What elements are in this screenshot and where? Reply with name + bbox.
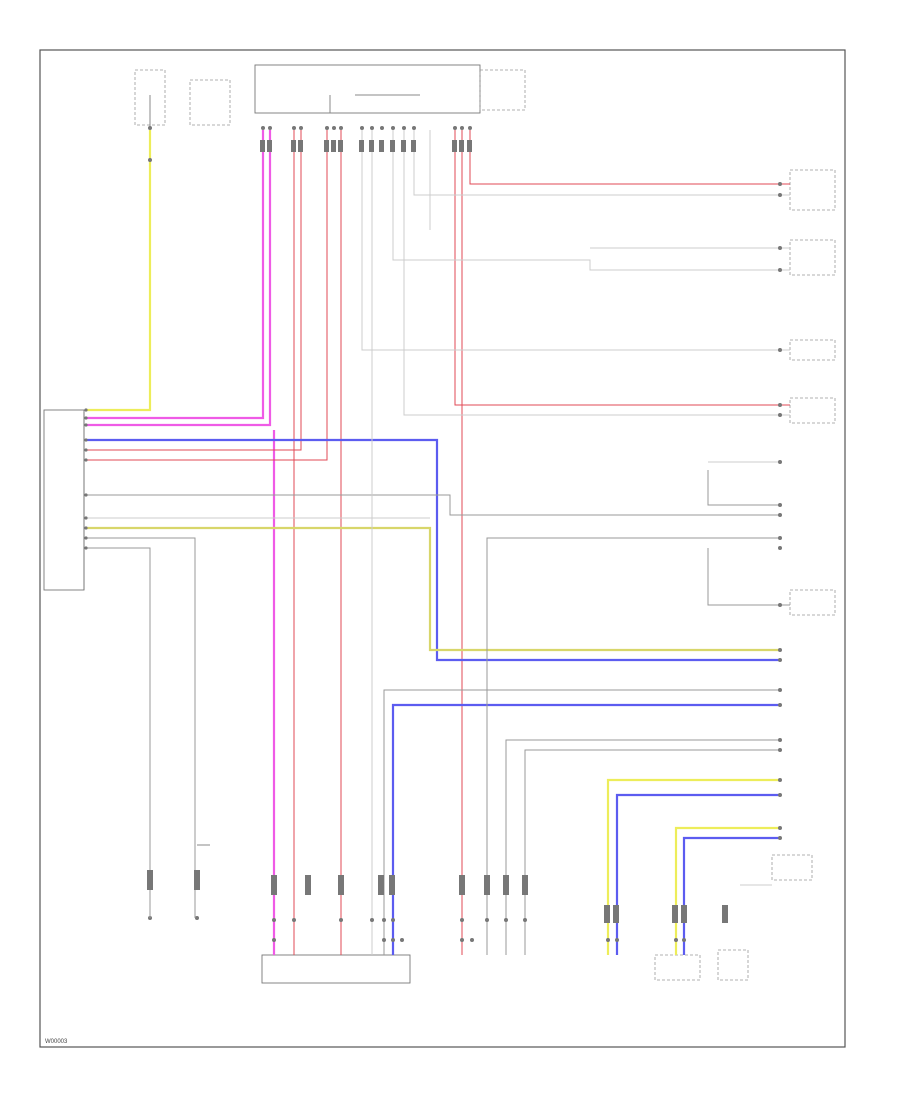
wire-red-2 bbox=[86, 130, 302, 451]
wire-gray-3 bbox=[86, 547, 151, 918]
bottom-components bbox=[148, 844, 749, 984]
right-connector-pins bbox=[778, 182, 782, 840]
wire-gray-5 bbox=[486, 537, 780, 955]
wire-gray-8 bbox=[707, 470, 780, 506]
wire-lightgray-1 bbox=[361, 130, 790, 351]
wire-olive-1 bbox=[86, 526, 780, 652]
left-module-pins bbox=[84, 408, 88, 550]
bottom-connector-pins bbox=[272, 918, 686, 942]
junction-block-top bbox=[254, 64, 526, 114]
top-connector-pins bbox=[261, 126, 472, 130]
wire-blue-3 bbox=[615, 793, 780, 955]
wire-yellow-main bbox=[86, 130, 152, 412]
wire-blue-4 bbox=[682, 836, 780, 955]
wire-blue-1 bbox=[86, 438, 780, 662]
fuse-block-top-left bbox=[134, 69, 231, 130]
wire-magenta-1 bbox=[86, 130, 265, 420]
wire-gray-2 bbox=[86, 537, 196, 918]
wire-lightgray-5 bbox=[392, 130, 790, 271]
wire-yellow-3 bbox=[674, 826, 780, 955]
wire-magenta-2 bbox=[86, 130, 272, 427]
wire-red-3 bbox=[86, 130, 328, 461]
diagram-footer-code: W00003 bbox=[45, 1039, 68, 1045]
wire-yellow-2 bbox=[606, 778, 780, 955]
wire-gray-9 bbox=[707, 548, 790, 606]
wire-red-right-top bbox=[469, 130, 790, 185]
right-components bbox=[771, 169, 836, 881]
wire-gray-1 bbox=[86, 494, 780, 516]
wire-lightgray-3 bbox=[403, 130, 790, 416]
wire-gray-6 bbox=[505, 739, 780, 955]
wire-connector-markers bbox=[147, 140, 728, 923]
wire-blue-2 bbox=[391, 703, 780, 955]
wire-gray-4 bbox=[383, 689, 780, 955]
diagram-frame bbox=[39, 49, 846, 1048]
wire-red-right-mid bbox=[454, 130, 790, 406]
left-module bbox=[43, 409, 85, 591]
